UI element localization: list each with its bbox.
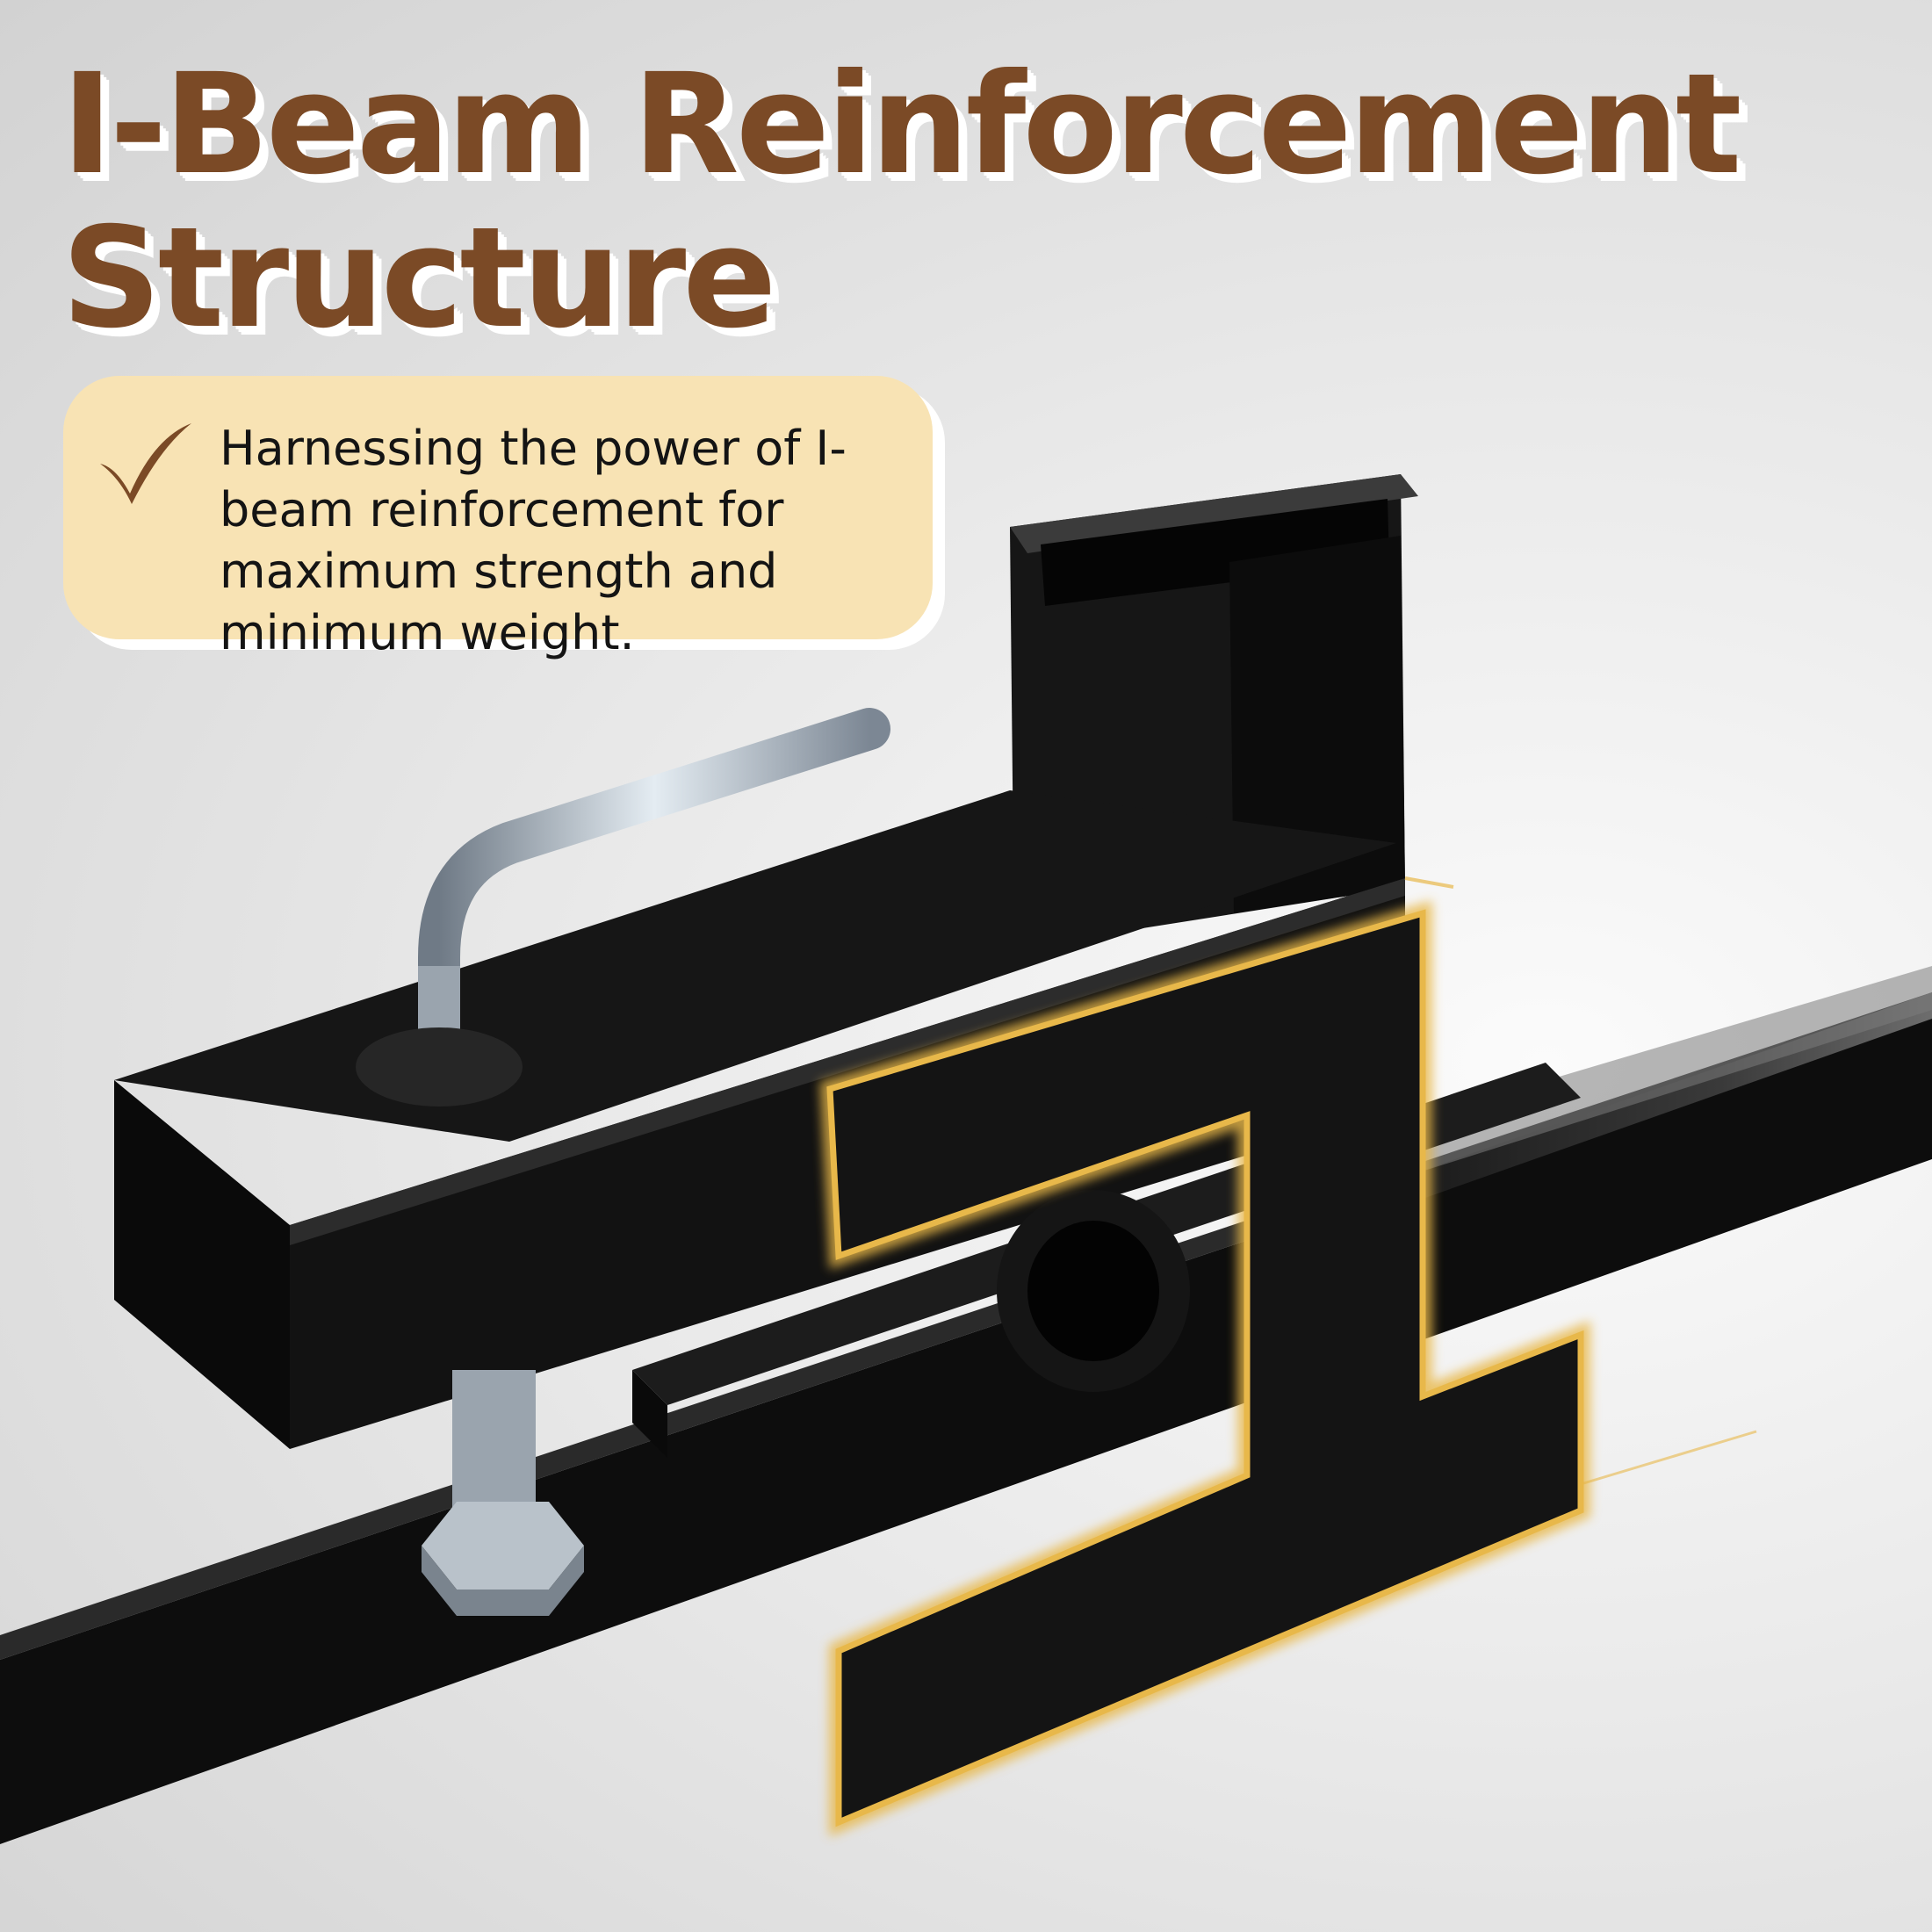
i-beam-highlight xyxy=(819,876,1757,1837)
bolt-and-nut xyxy=(422,1370,584,1616)
headline: I-Beam Reinforcement Structure xyxy=(61,44,1742,359)
feature-description: Harnessing the power of I-beam reinforce… xyxy=(220,421,847,660)
feature-callout xyxy=(63,376,933,639)
checkmark-icon xyxy=(100,423,191,504)
headline-line-1: I-Beam Reinforcement xyxy=(61,44,1742,205)
headline-line-2: Structure xyxy=(61,198,776,359)
t-handle-pin xyxy=(356,708,890,1107)
cross-pipe xyxy=(997,1190,1190,1392)
